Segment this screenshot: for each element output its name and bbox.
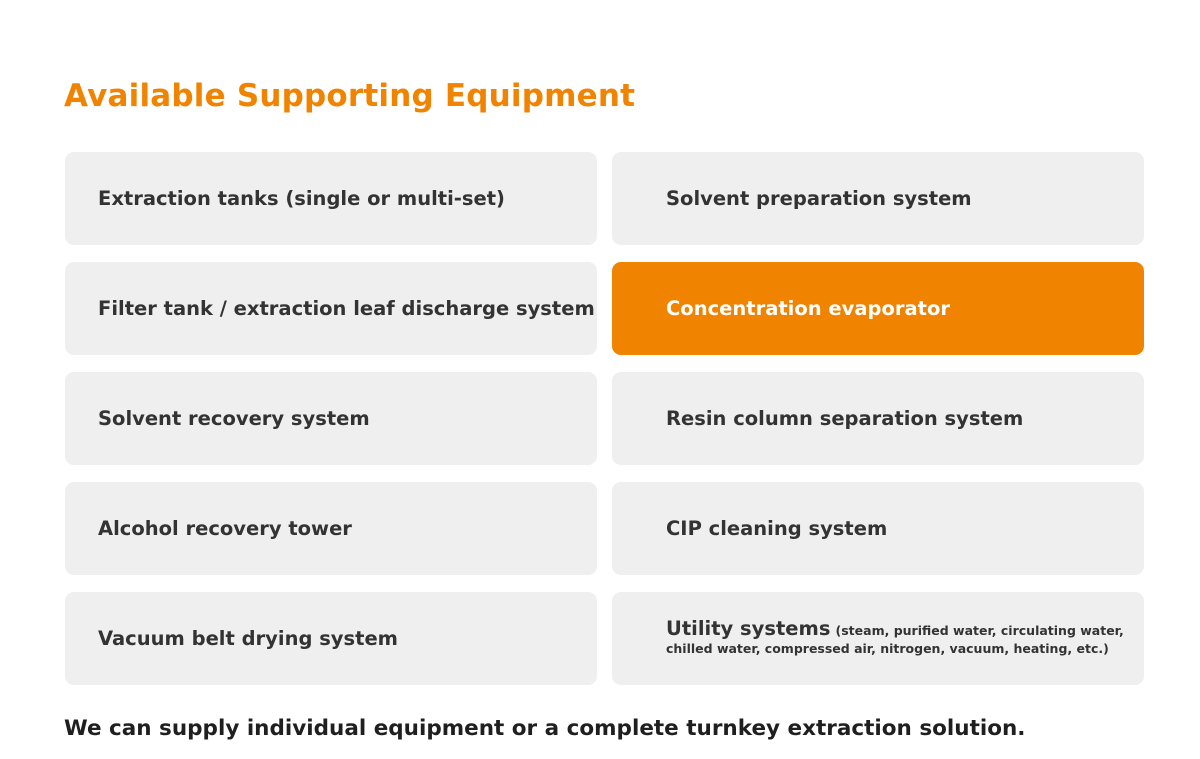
equipment-card-vacuum-belt-drying[interactable]: Vacuum belt drying system xyxy=(65,592,597,685)
equipment-label: Vacuum belt drying system xyxy=(98,627,398,650)
equipment-label: Solvent preparation system xyxy=(666,187,972,210)
equipment-card-filter-tank[interactable]: Filter tank / extraction leaf discharge … xyxy=(65,262,597,355)
equipment-label: Utility systems xyxy=(666,617,831,641)
equipment-label: Resin column separation system xyxy=(666,407,1024,430)
utility-detail: (steam, purified water, circulating wate… xyxy=(666,623,1124,656)
equipment-card-resin-column[interactable]: Resin column separation system xyxy=(612,372,1144,465)
footer-note: We can supply individual equipment or a … xyxy=(64,716,1026,741)
equipment-grid: Extraction tanks (single or multi-set) S… xyxy=(65,152,1144,685)
equipment-card-utility-systems[interactable]: Utility systems (steam, purified water, … xyxy=(612,592,1144,685)
equipment-card-extraction-tanks[interactable]: Extraction tanks (single or multi-set) xyxy=(65,152,597,245)
equipment-card-cip-cleaning[interactable]: CIP cleaning system xyxy=(612,482,1144,575)
equipment-card-solvent-recovery[interactable]: Solvent recovery system xyxy=(65,372,597,465)
equipment-card-alcohol-recovery-tower[interactable]: Alcohol recovery tower xyxy=(65,482,597,575)
equipment-label: Concentration evaporator xyxy=(666,297,950,320)
equipment-label: Extraction tanks (single or multi-set) xyxy=(98,187,505,210)
equipment-label: Solvent recovery system xyxy=(98,407,370,430)
equipment-label: Filter tank / extraction leaf discharge … xyxy=(98,297,595,320)
equipment-label: Alcohol recovery tower xyxy=(98,517,352,540)
section-title: Available Supporting Equipment xyxy=(64,78,636,114)
utility-text: Utility systems (steam, purified water, … xyxy=(666,619,1130,658)
equipment-card-solvent-preparation[interactable]: Solvent preparation system xyxy=(612,152,1144,245)
equipment-card-concentration-evaporator[interactable]: Concentration evaporator xyxy=(612,262,1144,355)
equipment-label: CIP cleaning system xyxy=(666,517,888,540)
